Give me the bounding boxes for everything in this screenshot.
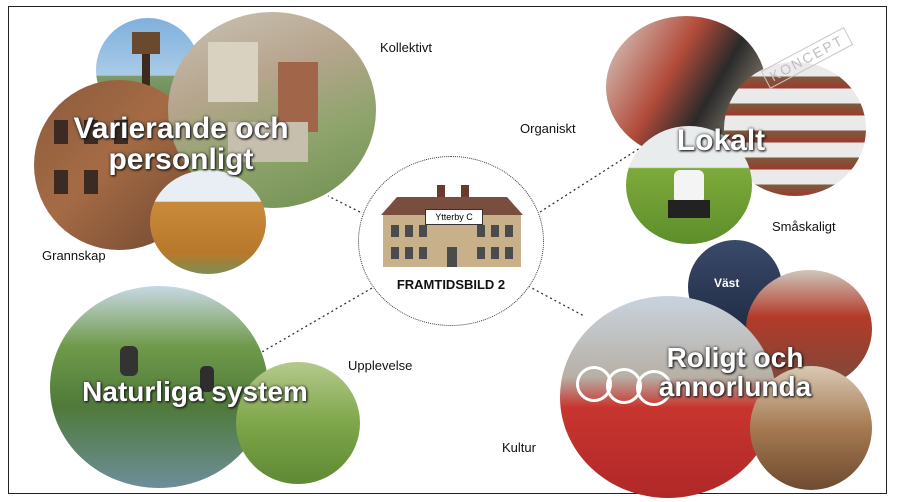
label-smaskaligt: Småskaligt	[772, 219, 836, 234]
cluster-title-varierande: Varierande och personligt	[56, 112, 306, 176]
center-caption: FRAMTIDSBILD 2	[396, 277, 506, 292]
label-upplevelse: Upplevelse	[348, 358, 413, 373]
photo-meadow-flowers	[236, 362, 360, 484]
label-grannskap: Grannskap	[42, 248, 106, 263]
photo-wooden-building	[150, 170, 266, 274]
label-organiskt: Organiskt	[520, 121, 576, 136]
cluster-title-lokalt: Lokalt	[676, 124, 766, 157]
photo-play-structure	[750, 366, 872, 490]
station-sign: Ytterby C	[425, 209, 483, 225]
label-kollektivt: Kollektivt	[380, 40, 433, 55]
cluster-title-roligt-line2: annorlunda	[658, 370, 812, 402]
vast-sign: Väst	[714, 276, 740, 290]
center-circle: Ytterby C FRAMTIDSBILD 2	[358, 156, 544, 326]
cluster-title-varierande-line2: personligt	[108, 142, 254, 176]
cluster-title-roligt: Roligt och annorlunda	[640, 342, 830, 402]
photo-station-building	[381, 185, 523, 267]
photo-laptop-grass	[626, 126, 752, 244]
photo-park-water	[50, 286, 268, 488]
cluster-title-naturliga: Naturliga system	[82, 376, 308, 407]
cluster-title-roligt-line1: Roligt och	[666, 342, 804, 373]
cluster-title-varierande-line1: Varierande och	[73, 112, 289, 145]
label-kultur: Kultur	[502, 440, 536, 455]
photo-red-square	[560, 296, 776, 498]
